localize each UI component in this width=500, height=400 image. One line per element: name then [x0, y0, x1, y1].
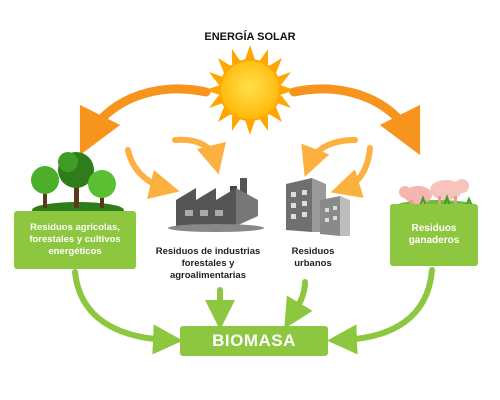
box-residuos-ganaderos: Residuos ganaderos	[390, 204, 478, 266]
box-residuos-agricolas: Residuos agrícolas, forestales y cultivo…	[14, 211, 136, 269]
arrow-agri-to-biomasa	[72, 269, 183, 355]
arrow-yellow-4	[330, 145, 373, 198]
label-residuos-urbanos: Residuos urbanos	[291, 246, 335, 269]
arrow-yellow-2	[125, 147, 180, 200]
label-residuos-industrias: Residuos de industrias forestales y agro…	[155, 246, 261, 281]
factory-icon	[168, 178, 264, 232]
buildings-icon	[286, 178, 350, 236]
arrow-urbanos-to-biomasa	[284, 279, 313, 329]
arrow-sun-to-ganaderos	[289, 84, 421, 156]
trees-icon	[31, 152, 124, 218]
arrow-sun-to-agri	[79, 84, 211, 156]
box-biomasa: BIOMASA	[180, 326, 328, 356]
arrow-yellow-1	[172, 136, 226, 175]
title-energia-solar: ENERGÍA SOLAR	[204, 31, 296, 43]
arrow-yellow-3	[301, 137, 358, 177]
arrow-ganaderos-to-biomasa	[327, 267, 435, 355]
sun-icon	[205, 45, 295, 135]
